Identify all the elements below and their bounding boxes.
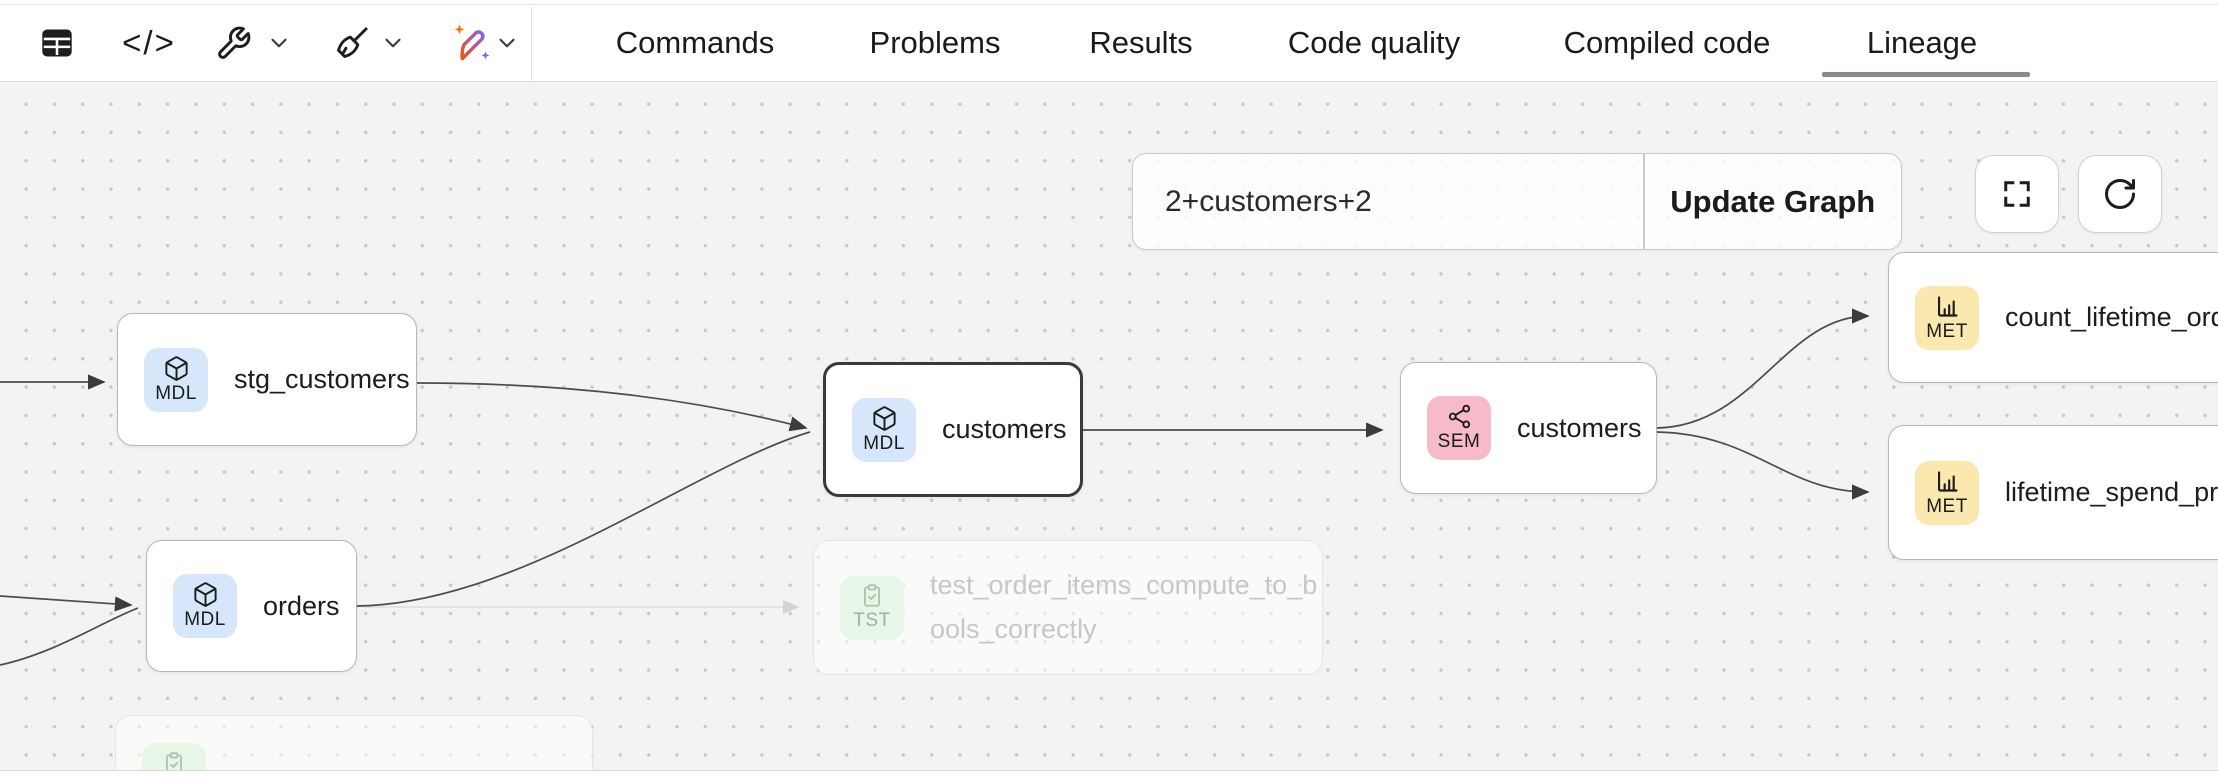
clipboard-check-icon: [864, 584, 880, 607]
tab-commands[interactable]: Commands: [615, 25, 775, 60]
clipboard-check-icon: [166, 751, 182, 770]
badge-label: MDL: [863, 432, 905, 454]
bar-chart-icon: [1937, 295, 1958, 317]
panel-bottom-strip: [0, 770, 2218, 781]
node-customers-semantic[interactable]: SEM customers: [1400, 362, 1657, 494]
lineage-query-input[interactable]: [1133, 154, 1643, 249]
test-badge: TST: [840, 575, 904, 640]
metric-badge: MET: [1915, 460, 1979, 525]
refresh-icon: [2105, 179, 2135, 209]
refresh-button[interactable]: [2078, 155, 2162, 233]
lineage-edges: [0, 308, 1870, 666]
node-label: orders: [263, 590, 340, 621]
tab-problems[interactable]: Problems: [869, 25, 1001, 60]
semantic-badge: SEM: [1427, 396, 1491, 460]
cube-icon: [872, 405, 896, 431]
magic-wand-icon[interactable]: [446, 5, 500, 81]
node-label: customers: [942, 414, 1067, 444]
tab-lineage[interactable]: Lineage: [1866, 25, 1978, 60]
query-box-divider: [1643, 154, 1645, 249]
magic-wand-icon-glyph: [454, 24, 490, 61]
node-count-lifetime-orders[interactable]: MET count_lifetime_orders: [1888, 252, 2218, 383]
node-label: count_lifetime_orders: [2005, 302, 2218, 332]
node-label: customers: [1517, 412, 1642, 443]
tab-compiled-code[interactable]: Compiled code: [1563, 25, 1771, 60]
badge-label: MDL: [155, 382, 197, 404]
node-test-order-items[interactable]: TST test_order_items_compute_to_bools_co…: [813, 540, 1323, 675]
model-badge: MDL: [173, 574, 237, 638]
node-lifetime-spend-pretax[interactable]: MET lifetime_spend_pretax: [1888, 425, 2218, 560]
metric-badge: MET: [1915, 285, 1979, 350]
node-stg-customers[interactable]: MDL stg_customers: [117, 313, 417, 446]
tab-code-quality[interactable]: Code quality: [1287, 25, 1461, 60]
table-icon-glyph: [42, 29, 72, 57]
node-label: stg_customers: [234, 364, 410, 394]
node-test-partial[interactable]: TST: [115, 715, 593, 770]
badge-label: MET: [1926, 495, 1968, 517]
fullscreen-button[interactable]: [1975, 155, 2059, 233]
code-icon-glyph: </>: [122, 24, 176, 61]
model-badge: MDL: [144, 347, 208, 412]
lineage-query-box: Update Graph: [1132, 153, 1902, 250]
badge-label: MDL: [184, 609, 226, 630]
toolbar-divider: [531, 7, 532, 81]
wrench-dropdown-chevron-icon[interactable]: [266, 5, 300, 81]
broom-dropdown-chevron-icon[interactable]: [380, 5, 414, 81]
broom-icon-glyph: [336, 26, 368, 58]
cube-icon: [164, 355, 188, 381]
tab-results[interactable]: Results: [1089, 25, 1193, 60]
model-badge: MDL: [852, 397, 916, 462]
badge-label: SEM: [1437, 431, 1481, 452]
node-customers-model[interactable]: MDL customers: [823, 362, 1083, 497]
top-hairline: [0, 4, 2218, 5]
fullscreen-icon: [2004, 181, 2030, 207]
update-graph-button[interactable]: Update Graph: [1670, 183, 1876, 219]
badge-label: MET: [1926, 320, 1968, 342]
test-badge: TST: [142, 743, 206, 770]
wrench-icon[interactable]: [210, 5, 256, 81]
code-icon[interactable]: </>: [120, 5, 178, 81]
table-icon[interactable]: [32, 5, 82, 81]
magic-wand-dropdown-chevron-icon[interactable]: [494, 5, 528, 81]
node-label: test_order_items_compute_to_bools_correc…: [930, 570, 1318, 644]
bar-chart-icon: [1937, 470, 1958, 492]
badge-label: TST: [853, 610, 891, 631]
active-tab-indicator: [1822, 72, 2030, 77]
network-icon: [1448, 404, 1470, 429]
cube-icon: [193, 582, 217, 607]
header-bar: </> Commands: [0, 5, 2218, 82]
node-label: lifetime_spend_pretax: [2005, 477, 2218, 507]
wrench-icon-glyph: [217, 26, 250, 59]
node-orders[interactable]: MDL orders: [146, 540, 357, 672]
broom-icon[interactable]: [326, 5, 376, 81]
